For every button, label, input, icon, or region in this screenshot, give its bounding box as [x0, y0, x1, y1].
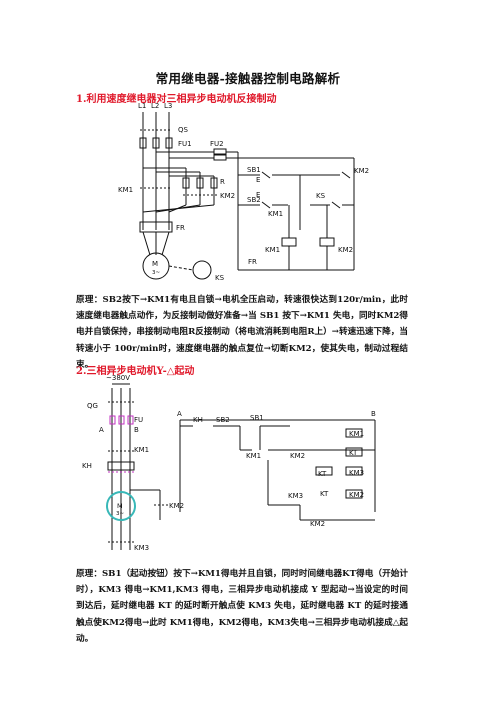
section-1-heading: 1.利用速度继电器对三相异步电动机反接制动: [76, 94, 277, 105]
label-motor-2-phase: 3~: [116, 511, 124, 517]
label-km2-coil: KM2: [338, 246, 353, 254]
label-km2-coil: KM2: [349, 491, 364, 499]
label-km1-hold: KM1: [246, 452, 261, 460]
document-title: 常用继电器-接触器控制电路解析: [155, 71, 341, 86]
label-sb2: SB2: [247, 196, 261, 204]
label-km3-power: KM3: [134, 544, 149, 552]
label-r: R: [220, 178, 225, 186]
label-km3-nc: KM3: [288, 492, 303, 500]
label-km1-main: KM1: [118, 186, 133, 194]
label-km2-ctrl: KM2: [354, 167, 369, 175]
section-2-text: 原理：SB1（起动按钮）按下→KM1得电并且自锁，同时时间继电器KT得电（开始计…: [76, 569, 408, 644]
label-sb2-ctrl: SB2: [216, 416, 230, 424]
label-b-ctrl: B: [371, 410, 376, 418]
label-qs: QS: [178, 126, 189, 134]
star-delta-diagram-labels: ~380V QG FU A B KM1 KH M 3~ KM2 KM3 A B …: [82, 374, 376, 552]
label-fr-ctrl: FR: [248, 258, 257, 266]
section-1-text: 原理：SB2按下→KM1有电且自锁→电机全压启动，转速很快达到120r/min，…: [76, 295, 408, 370]
label-motor: M: [152, 260, 158, 268]
label-sb1: SB1: [247, 166, 261, 174]
label-kh-power: KH: [82, 462, 92, 470]
label-e2: E: [256, 191, 260, 199]
label-fu2: FU2: [210, 140, 224, 148]
label-fu: FU: [134, 416, 143, 424]
label-km1-coil: KM1: [265, 246, 280, 254]
section-2-heading: 2.三相异步电动机Y-△起动: [76, 366, 195, 377]
label-fr: FR: [176, 224, 185, 232]
label-km1-ctrl: KM1: [268, 210, 283, 218]
label-km2-main: KM2: [220, 192, 235, 200]
label-km3-coil: KM3: [349, 469, 364, 477]
label-sb1-ctrl: SB1: [250, 414, 264, 422]
label-km2-hold: KM2: [310, 520, 325, 528]
label-ks: KS: [215, 274, 225, 282]
braking-diagram-labels: L1 L2 L3 QS FU1 FU2 R KM1 KM2 FR M 3~ KS…: [118, 102, 369, 282]
label-km1-power: KM1: [134, 446, 149, 454]
label-a-ctrl: A: [177, 410, 182, 418]
label-fu1: FU1: [178, 140, 192, 148]
label-km1-coil: KM1: [349, 430, 364, 438]
label-kh-ctrl: KH: [193, 416, 203, 424]
label-kt-contact-2: KT: [320, 490, 329, 498]
label-km2-nc: KM2: [290, 452, 305, 460]
label-kt-coil: KT: [349, 449, 358, 457]
label-motor-2: M: [117, 502, 123, 510]
label-e1: E: [256, 176, 260, 184]
label-km2-power: KM2: [169, 502, 184, 510]
label-motor-phase: 3~: [152, 270, 160, 276]
label-a-power: A: [99, 426, 104, 434]
label-kt-contact: KT: [318, 470, 327, 478]
label-qg: QG: [87, 402, 98, 410]
label-ks-ctrl: KS: [316, 192, 326, 200]
label-b-power: B: [134, 426, 139, 434]
